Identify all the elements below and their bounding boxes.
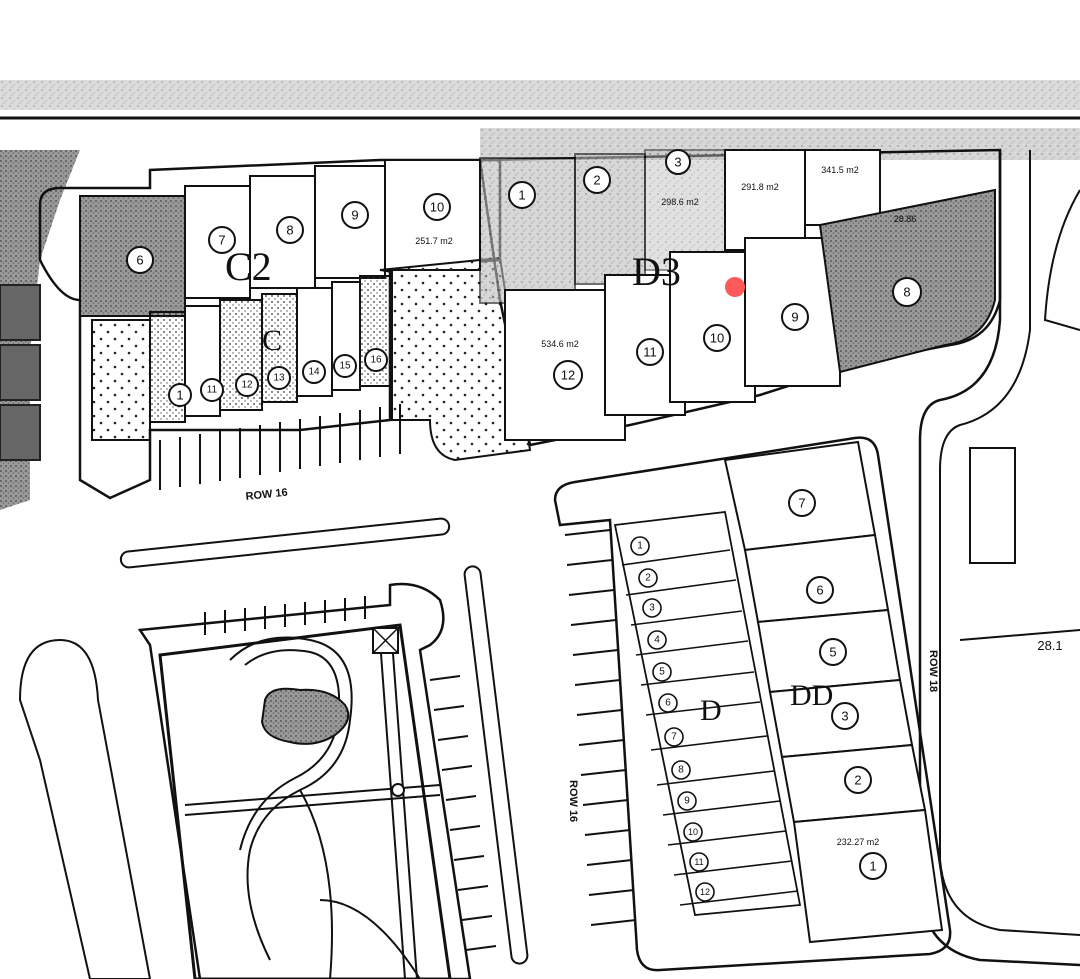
lot-number: 3	[841, 709, 848, 724]
lot-area-label: 298.6 m2	[661, 197, 699, 207]
parking-stalls-c	[159, 404, 401, 490]
block-label-d3: D3	[632, 249, 681, 294]
park-junction	[391, 783, 405, 797]
right-parcel-line	[959, 629, 1080, 641]
d3-bottom-lot-numbers: 12 11 10 9 8	[553, 277, 922, 390]
lot-number: 3	[649, 603, 655, 614]
lot-number: 1	[869, 859, 876, 874]
lot-number: 7	[218, 233, 225, 248]
lot-number: 1	[176, 388, 183, 403]
block-c2-outline	[38, 158, 502, 500]
road-edge-right-2	[939, 150, 1080, 936]
parking-stalls-d	[564, 529, 637, 926]
lot-number: 5	[659, 667, 665, 678]
block-label-dd: DD	[790, 679, 833, 712]
median-vertical	[463, 565, 529, 965]
lot-area-label: 534.6 m2	[541, 339, 579, 349]
road-edge-right-1	[918, 150, 1080, 967]
left-parking-grid	[0, 284, 41, 461]
block-label-d: D	[700, 694, 722, 727]
park-outline	[137, 582, 472, 979]
park-paths	[184, 636, 441, 979]
lot-number: 9	[791, 310, 798, 325]
lot-number: 3	[674, 155, 681, 170]
c2-top-lots	[79, 159, 481, 317]
lot-number: 12	[241, 380, 253, 391]
lot-number: 12	[561, 368, 575, 383]
park-inner	[158, 623, 452, 979]
pond	[260, 687, 350, 745]
lot-number: 4	[654, 635, 660, 646]
lot-number: 6	[816, 583, 823, 598]
lot-number: 6	[136, 253, 143, 268]
c-bottom-lots	[91, 275, 393, 441]
d3-top-lot-numbers: 1 2 3	[508, 149, 691, 209]
lot-number: 2	[854, 773, 861, 788]
location-marker[interactable]	[725, 277, 745, 297]
open-space-dotted	[379, 256, 532, 462]
road-edge-right-3	[1043, 189, 1080, 331]
lot-area-label: 28.86	[894, 214, 917, 224]
lot-number: 2	[645, 573, 651, 584]
lot-number: 1	[518, 188, 525, 203]
dd-lot-numbers: 7 6 5 3 2 1	[788, 489, 887, 880]
lot-number: 6	[665, 698, 671, 709]
block-d-outline	[553, 436, 952, 972]
lot-number: 8	[903, 285, 910, 300]
block-label-c2: C2	[225, 244, 272, 289]
lot-number: 5	[829, 645, 836, 660]
d-small-lot-lines	[621, 549, 799, 906]
median-left-curve	[18, 638, 152, 979]
parcel-area-label: 28.1	[1037, 638, 1062, 653]
lot-number: 14	[308, 367, 320, 378]
lot-number: 13	[273, 373, 285, 384]
c-bottom-lot-numbers: 1 11 12 13 14 15 16	[168, 348, 388, 407]
top-scan-band	[0, 80, 1080, 110]
d-small-lots	[613, 511, 802, 916]
lot-number: 7	[671, 732, 677, 743]
lot-number: 2	[593, 173, 600, 188]
block-label-c: C	[262, 324, 282, 357]
lot-number: 11	[643, 345, 657, 360]
road-label-row-16-mid: ROW 16	[567, 780, 579, 822]
lot-area-label: 232.27 m2	[837, 837, 880, 847]
lot-number: 9	[684, 796, 690, 807]
lot-number: 12	[700, 887, 710, 897]
road-label-row-16-top: ROW 16	[245, 487, 288, 503]
lot-number: 10	[710, 331, 724, 346]
road-label-row-18: ROW 18	[927, 650, 939, 692]
median-right	[969, 447, 1016, 564]
lot-area-label: 291.8 m2	[741, 182, 779, 192]
lot-number: 16	[370, 355, 382, 366]
lot-number: 8	[678, 765, 684, 776]
lot-number: 8	[286, 223, 293, 238]
lot-number: 1	[637, 541, 643, 552]
lot-area-label: 251.7 m2	[415, 236, 453, 246]
lot-number: 10	[430, 200, 444, 215]
lot-number: 15	[339, 361, 351, 372]
lot-number: 11	[694, 857, 703, 867]
median-horizontal	[119, 517, 451, 569]
lot-number: 10	[688, 827, 698, 837]
lot-number: 9	[351, 208, 358, 223]
parking-stalls-park	[204, 596, 497, 951]
lot-area-label: 341.5 m2	[821, 165, 859, 175]
d-small-lot-numbers: 1 2 3 4 5 6 7 8 9 10 11 12	[630, 536, 715, 902]
c2-top-lot-numbers: 6 7 8 9 10	[126, 193, 451, 274]
lot-number: 7	[798, 496, 805, 511]
lot-number: 11	[207, 385, 218, 396]
